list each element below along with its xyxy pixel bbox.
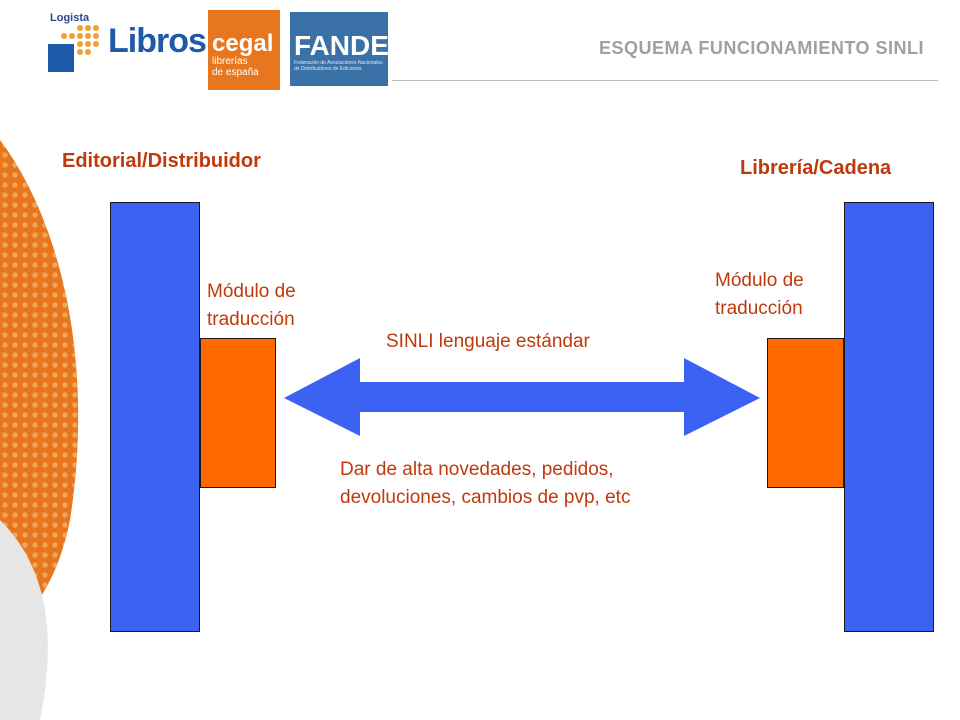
cegal-subtitle: librerías de españa: [212, 56, 259, 78]
editorial-system-bar: [110, 202, 200, 632]
fande-logo: [290, 12, 388, 86]
operations-description: Dar de alta novedades, pedidos, devoluci…: [340, 459, 631, 508]
editorial-distribuidor-label: Editorial/Distribuidor: [62, 150, 261, 172]
libreria-system-bar: [844, 202, 934, 632]
slide-title: ESQUEMA FUNCIONAMIENTO SINLI: [598, 38, 924, 58]
fande-subtitle: Federación de Asociaciones Nacionales de…: [294, 60, 383, 72]
libreria-cadena-label: Librería/Cadena: [740, 157, 892, 179]
libros-text: Libros: [108, 22, 207, 60]
left-module-label: Módulo de traducción: [207, 281, 296, 330]
cegal-logo: [208, 10, 280, 90]
dots-logo-icon: [48, 25, 99, 72]
sinli-standard-label: SINLI lenguaje estándar: [386, 331, 590, 352]
header-divider: [392, 80, 938, 81]
logista-text: Logista: [50, 12, 90, 24]
right-module-label: Módulo de traducción: [715, 270, 804, 319]
fande-name: FANDE: [294, 30, 389, 61]
left-translation-module: [200, 338, 276, 488]
right-translation-module: [767, 338, 844, 488]
decorative-arc-icon: [0, 140, 79, 720]
double-arrow-icon: [284, 358, 760, 436]
cegal-name: cegal: [212, 30, 274, 57]
